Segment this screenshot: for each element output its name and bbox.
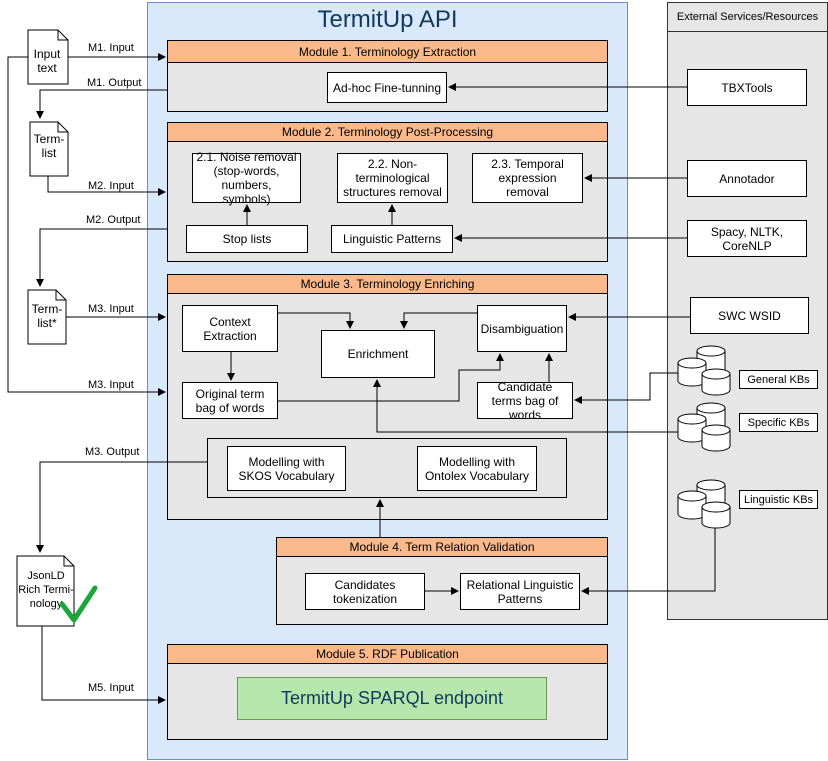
module4-header: Module 4. Term Relation Validation: [276, 537, 608, 557]
m2-output-label: M2. Output: [86, 214, 141, 226]
jsonld-doc-shape: [16, 555, 75, 627]
m3-input-label-b: M3. Input: [88, 379, 134, 391]
term-list-doc-shape: [29, 121, 69, 177]
enrichment-box: Enrichment: [321, 330, 435, 378]
general-kbs-db-icon: [677, 345, 731, 396]
jsonld-rich-terminology-document: JsonLD Rich Termi-nology: [18, 570, 74, 610]
page-title: TermitUp API: [317, 6, 458, 33]
m5-input-label: M5. Input: [88, 682, 134, 694]
nonterminological-removal-box: 2.2. Non-terminological structures remov…: [337, 153, 448, 203]
swc-wsid-box: SWC WSID: [690, 297, 809, 334]
candidate-bag-box: Candidate terms bag of words: [477, 380, 573, 422]
linguistic-patterns-box: Linguistic Patterns: [331, 225, 453, 253]
input-text-doc-shape: [27, 29, 69, 85]
specific-kbs-db-icon: [677, 402, 731, 452]
specific-kbs-label: Specific KBs: [739, 413, 818, 432]
candidates-tokenization-box: Candidates tokenization: [305, 573, 425, 610]
term-list-star-document: Term-list*: [31, 302, 63, 330]
term-list-document: Term-list: [33, 132, 65, 160]
module2-header: Module 2. Terminology Post-Processing: [167, 122, 608, 142]
skos-modelling-box: Modelling with SKOS Vocabulary: [227, 446, 346, 491]
adhoc-finetuning-box: Ad-hoc Fine-tunning: [327, 72, 447, 103]
m1-output-label: M1. Output: [87, 77, 142, 89]
module3-header: Module 3. Terminology Enriching: [167, 274, 608, 294]
context-extraction-box: Context Extraction: [182, 305, 278, 352]
module1-header: Module 1. Terminology Extraction: [167, 40, 608, 63]
linguistic-kbs-db-icon: [677, 479, 731, 529]
relational-patterns-box: Relational Linguistic Patterns: [460, 573, 580, 610]
term-list-star-doc-shape: [27, 289, 67, 345]
annotador-box: Annotador: [687, 160, 807, 197]
m3-input-label-a: M3. Input: [88, 303, 134, 315]
spacy-nltk-corenlp-box: Spacy, NLTK, CoreNLP: [687, 220, 807, 257]
original-bag-box: Original term bag of words: [182, 382, 278, 419]
tbxtools-box: TBXTools: [687, 69, 807, 106]
m2-input-label: M2. Input: [88, 180, 134, 192]
input-text-document: Input text: [33, 47, 61, 75]
m3-output-label: M3. Output: [85, 446, 140, 458]
disambiguation-box: Disambiguation: [477, 305, 567, 352]
external-services-header: External Services/Resources: [667, 2, 828, 32]
temporal-removal-box: 2.3. Temporal expression removal: [472, 153, 583, 203]
ontolex-modelling-box: Modelling with Ontolex Vocabulary: [417, 446, 537, 491]
general-kbs-label: General KBs: [739, 370, 818, 389]
module5-header: Module 5. RDF Publication: [167, 644, 608, 664]
noise-removal-box: 2.1. Noise removal (stop-words, numbers,…: [192, 150, 301, 206]
checkmark-icon: [59, 585, 98, 623]
linguistic-kbs-label: Linguistic KBs: [739, 490, 818, 509]
sparql-endpoint-box: TermitUp SPARQL endpoint: [237, 677, 547, 720]
m1-input-label: M1. Input: [88, 42, 134, 54]
stop-lists-box: Stop lists: [186, 225, 308, 253]
